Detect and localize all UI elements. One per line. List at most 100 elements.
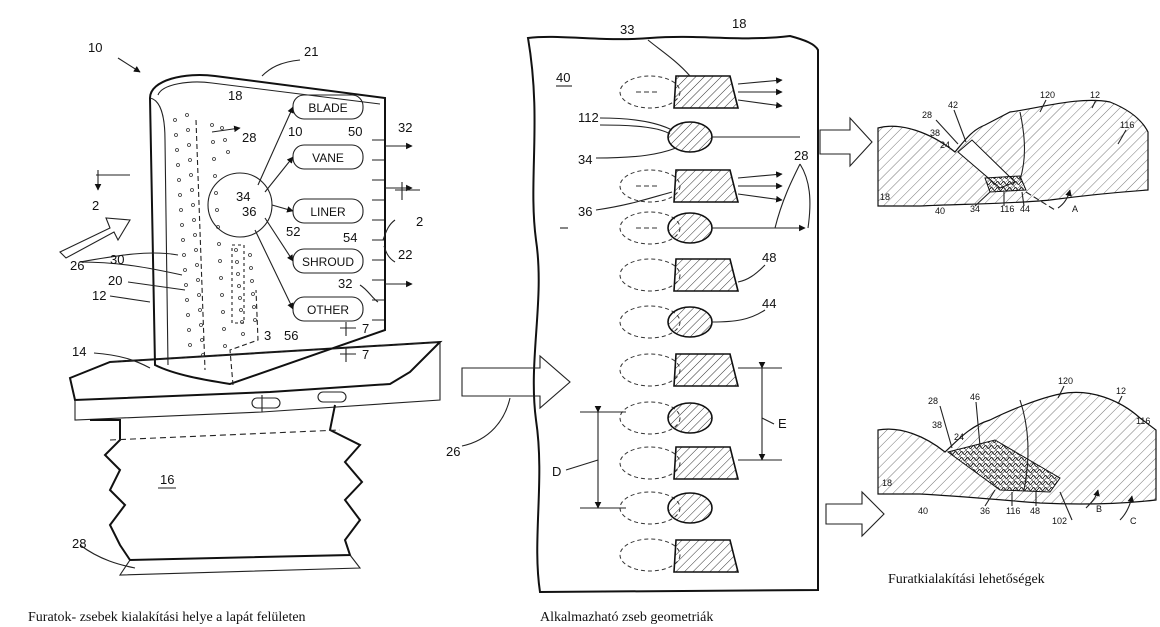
ref-120-rb: 120 <box>1058 376 1073 386</box>
ref-40-rb: 40 <box>918 506 928 516</box>
arrow-to-top-detail <box>819 116 873 168</box>
ref-36-rb: 36 <box>980 506 990 516</box>
ref-40-rt: 40 <box>935 206 945 216</box>
ref-18-rb: 18 <box>882 478 892 488</box>
ref-54: 54 <box>343 230 357 245</box>
ref-3: 3 <box>264 328 271 343</box>
ref-36-mid: 36 <box>578 204 592 219</box>
ref-44-rt: 44 <box>1020 204 1030 214</box>
blade-shank <box>90 404 364 562</box>
ref-18-rt: 18 <box>880 192 890 202</box>
inlet-arrow-26-middle <box>461 354 571 410</box>
caption-middle: Alkalmazható zseb geometriák <box>540 610 713 625</box>
ref-38-rt: 38 <box>930 128 940 138</box>
ref-116a-rb: 116 <box>1136 416 1150 426</box>
ref-34-mid: 34 <box>578 152 592 167</box>
ref-30: 30 <box>110 252 124 267</box>
pockets <box>667 75 740 573</box>
ref-40-mid: 40 <box>556 70 570 85</box>
pocket-flow-arrows <box>712 77 806 232</box>
ref-28-mid: 28 <box>794 148 808 163</box>
ref-C: C <box>1130 516 1137 526</box>
ref-26: 26 <box>70 258 84 273</box>
ref-14: 14 <box>72 344 86 359</box>
ref-10: 10 <box>88 40 102 55</box>
ref-116b-rb: 116 <box>1006 506 1020 516</box>
ref-12-rt: 12 <box>1090 90 1100 100</box>
ref-18-mid: 18 <box>732 16 746 31</box>
ref-24-rb: 24 <box>954 432 964 442</box>
callout-arrows <box>254 106 294 310</box>
ref-116a-rt: 116 <box>1120 120 1134 130</box>
ref-26-mid: 26 <box>446 444 460 459</box>
ref-33: 33 <box>620 22 634 37</box>
caption-left: Furatok- zsebek kialakítási helye a lapá… <box>28 610 306 625</box>
ref-112: 112 <box>578 110 599 125</box>
ref-28-rt: 28 <box>922 110 932 120</box>
caption-right: Furatkialakítási lehetőségek <box>888 572 1045 587</box>
ref-7b: 7 <box>362 347 369 362</box>
pill-label-2: LINER <box>310 205 346 219</box>
ref-7a: 7 <box>362 321 369 336</box>
ref-48: 48 <box>762 250 776 265</box>
ref-18: 18 <box>228 88 242 103</box>
ref-36: 36 <box>242 204 256 219</box>
ref-D: D <box>552 464 561 479</box>
pill-label-4: OTHER <box>307 303 349 317</box>
ref-16: 16 <box>160 472 174 487</box>
ref-32a: 32 <box>398 120 412 135</box>
section-body-top <box>877 99 1149 207</box>
ref-48-rb: 48 <box>1030 506 1040 516</box>
ref-21: 21 <box>304 44 318 59</box>
pill-list: BLADE VANE LINER SHROUD OTHER <box>292 94 364 322</box>
hole-detail-bottom: 120 12 28 46 38 24 116 18 40 36 116 48 1… <box>877 376 1157 526</box>
ref-20: 20 <box>108 273 122 288</box>
ref-50: 50 <box>348 124 362 139</box>
dimension-E <box>738 362 782 461</box>
ref-12-rb: 12 <box>1116 386 1126 396</box>
ref-116b-rt: 116 <box>1000 204 1014 214</box>
ref-34: 34 <box>236 189 250 204</box>
ref-28-rb: 28 <box>928 396 938 406</box>
pill-label-0: BLADE <box>308 101 347 115</box>
surface-panel <box>526 34 819 594</box>
ref-32b: 32 <box>338 276 352 291</box>
ref-B: B <box>1096 504 1102 514</box>
ref-56: 56 <box>284 328 298 343</box>
ref-34-rt: 34 <box>970 204 980 214</box>
ref-42: 42 <box>948 100 958 110</box>
ref-120-rt: 120 <box>1040 90 1055 100</box>
airfoil <box>148 74 386 386</box>
pocket-geometry-figure: 33 18 40 112 34 28 36 48 44 26 E D <box>446 16 819 594</box>
pocket-leaders <box>560 39 811 323</box>
blade-platform <box>68 340 443 402</box>
arrow-to-bottom-detail <box>825 490 885 538</box>
blade-figure: BLADE VANE LINER SHROUD OTHER <box>59 40 443 576</box>
ref-28b: 28 <box>72 536 86 551</box>
ref-38-rb: 38 <box>932 420 942 430</box>
ref-102: 102 <box>1052 516 1067 526</box>
flow-arrows <box>211 125 413 288</box>
cooling-hole-rows <box>173 113 257 357</box>
ref-2a: 2 <box>92 198 99 213</box>
trailing-edge-slots <box>372 139 384 321</box>
section-body-bottom <box>877 391 1157 505</box>
pill-label-1: VANE <box>312 151 344 165</box>
ref-24-rt: 24 <box>940 140 950 150</box>
ref-12: 12 <box>92 288 106 303</box>
ref-44: 44 <box>762 296 776 311</box>
inlet-arrow-26 <box>59 217 131 259</box>
hole-detail-top: 28 42 120 12 38 24 116 18 40 34 116 44 A <box>877 90 1149 216</box>
detail-circle <box>207 172 273 238</box>
ref-10b: 10 <box>288 124 302 139</box>
ref-E: E <box>778 416 787 431</box>
pill-label-3: SHROUD <box>302 255 354 269</box>
ref-52: 52 <box>286 224 300 239</box>
ref-2b: 2 <box>416 214 423 229</box>
ref-46: 46 <box>970 392 980 402</box>
dimension-D <box>580 406 626 509</box>
ref-22: 22 <box>398 247 412 262</box>
ref-28a: 28 <box>242 130 256 145</box>
ref-A: A <box>1072 204 1078 214</box>
